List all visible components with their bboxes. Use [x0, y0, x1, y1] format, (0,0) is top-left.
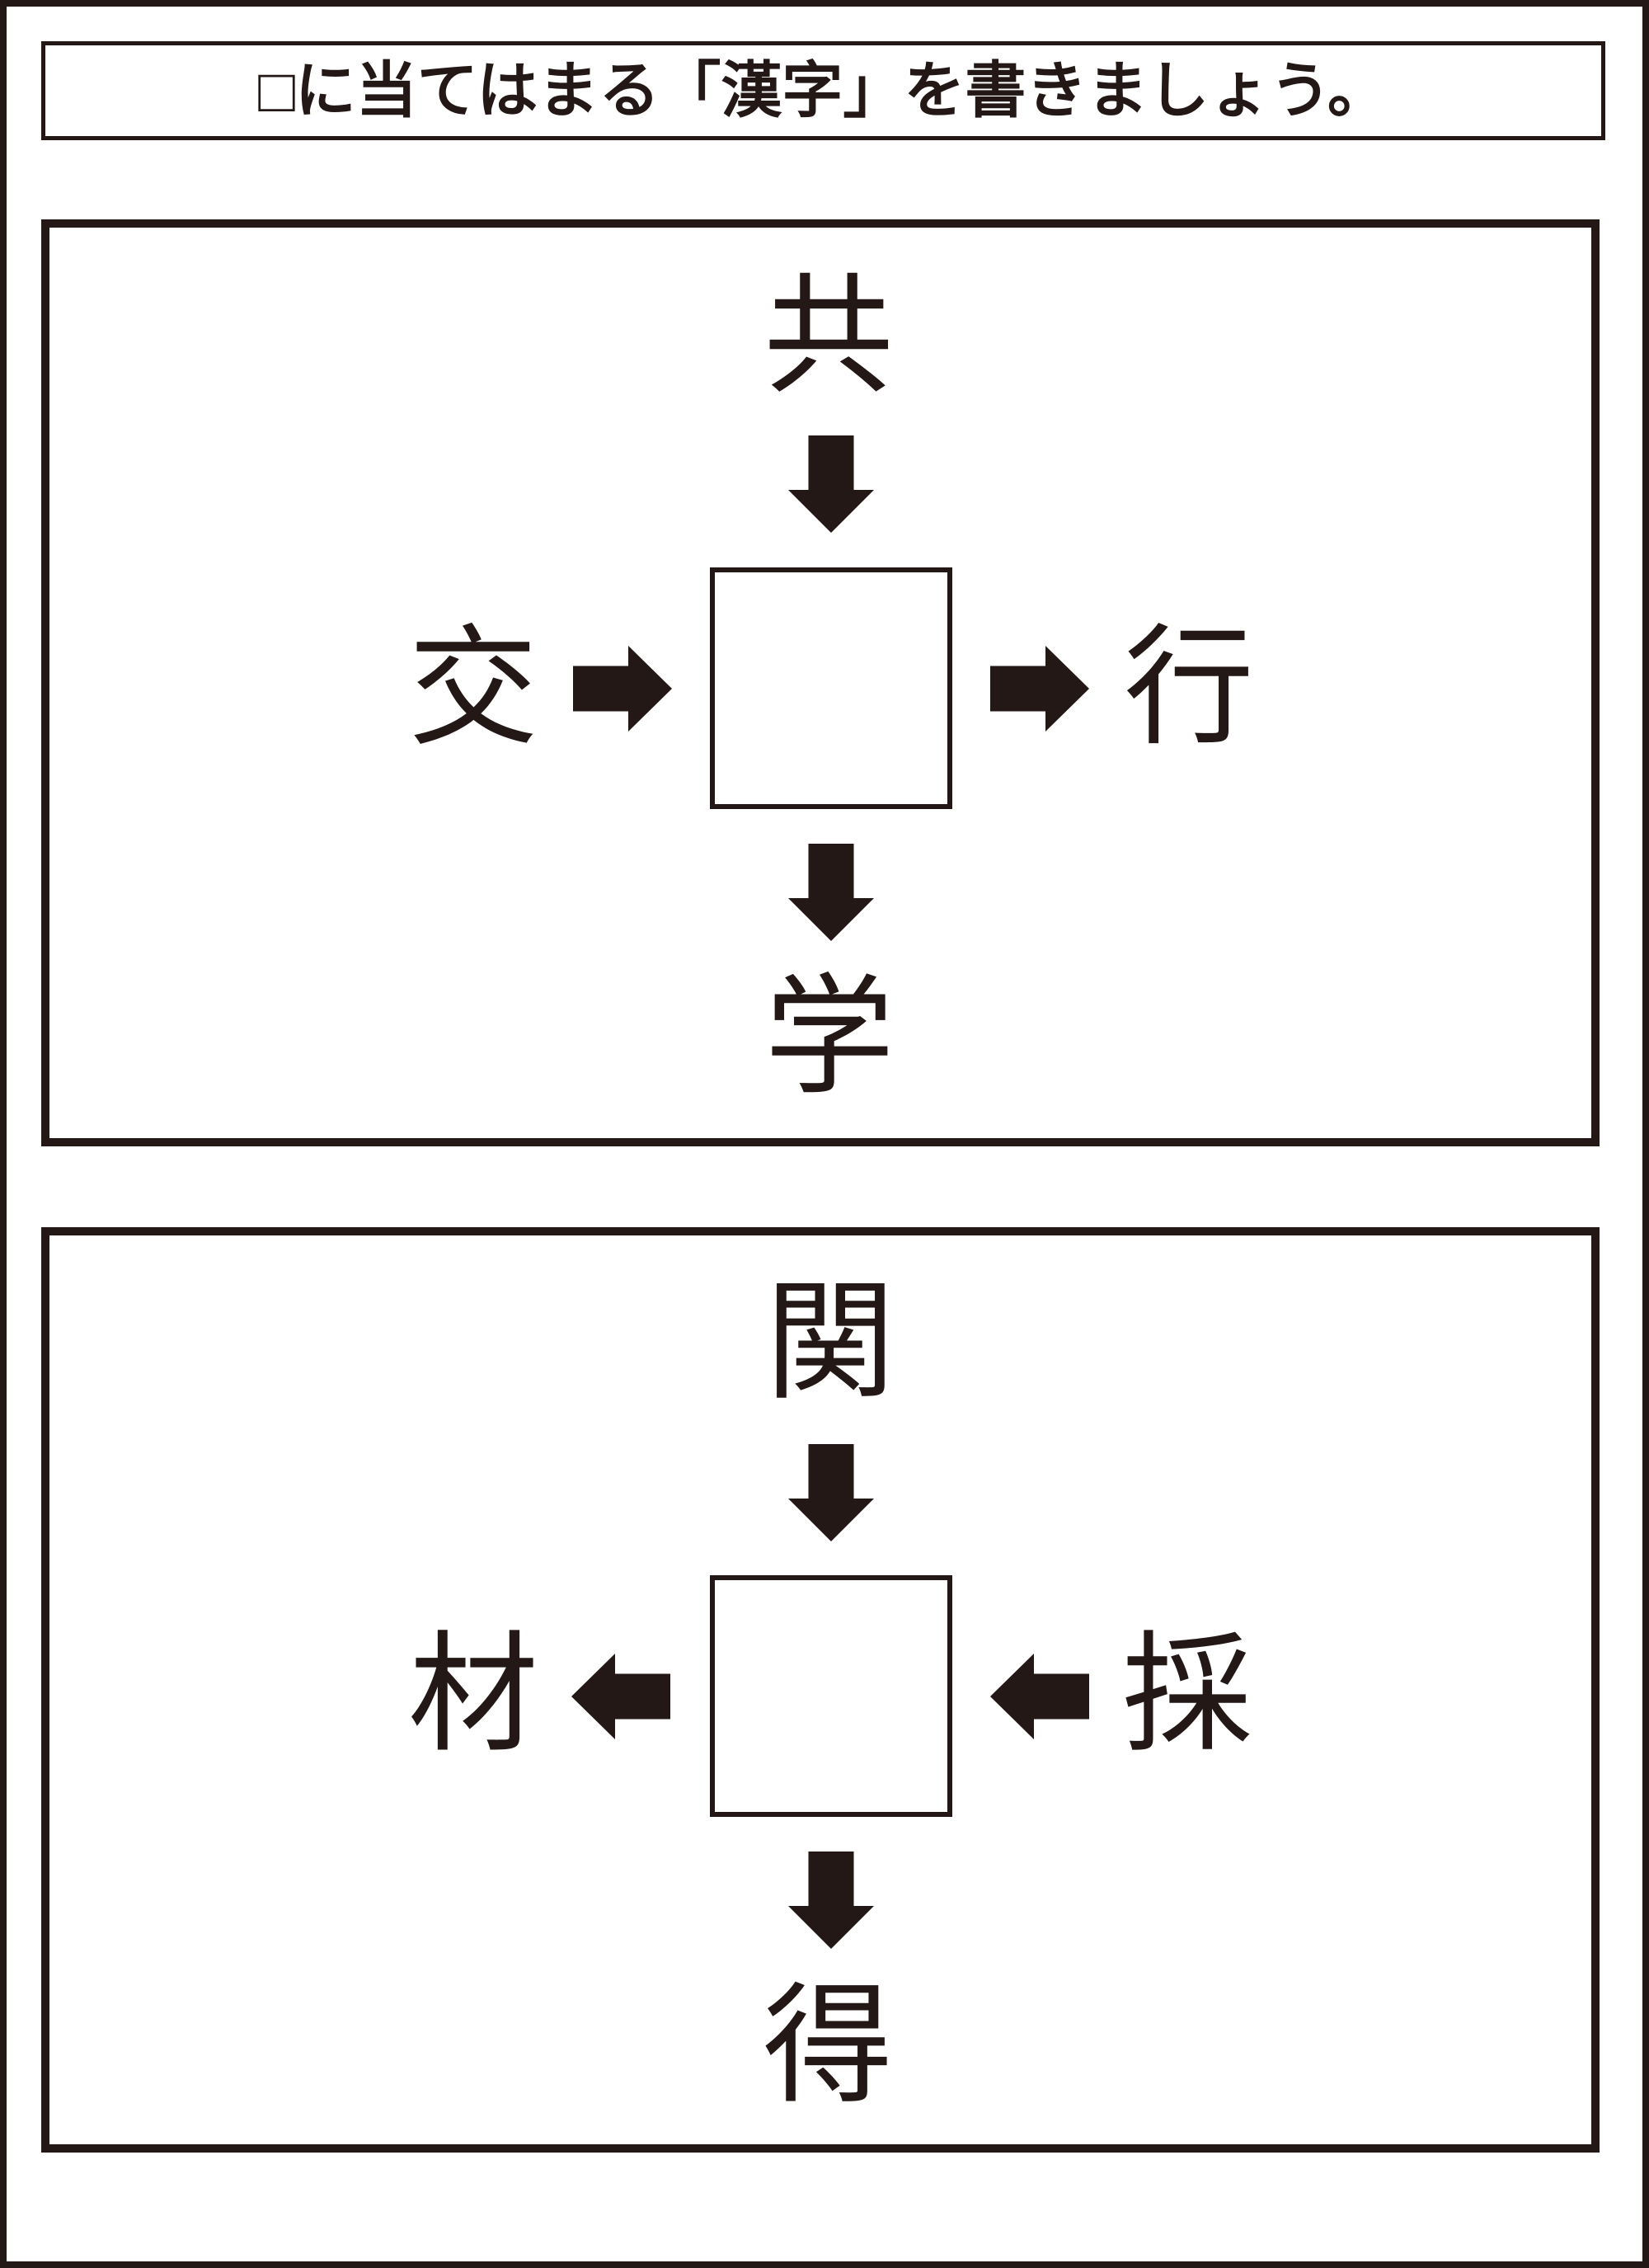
puzzle-1-kanji-left: 交: [408, 618, 538, 762]
puzzle-2-answer-box[interactable]: [710, 1575, 952, 1817]
puzzle-1-kanji-bottom: 学: [764, 967, 895, 1111]
puzzle-1-kanji-right: 行: [1124, 617, 1254, 761]
arrow-left-icon: [990, 1654, 1089, 1739]
arrow-right-icon: [990, 646, 1089, 732]
arrow-down-icon: [788, 1444, 874, 1541]
title-bar: □に当てはまる「漢字」を書きましょう。: [41, 41, 1605, 140]
arrow-right-icon: [573, 646, 672, 732]
puzzle-2-kanji-bottom: 得: [763, 1975, 893, 2120]
arrow-down-icon: [788, 844, 874, 941]
puzzle-2: 関 材 採 得: [7, 7, 1642, 2261]
puzzle-1: 共 交 行 学: [7, 7, 1642, 2261]
arrow-down-icon: [788, 1852, 874, 1949]
puzzle-1-answer-box[interactable]: [710, 567, 952, 809]
title-text: □に当てはまる「漢字」を書きましょう。: [258, 56, 1388, 125]
puzzle-2-kanji-left: 材: [408, 1624, 538, 1768]
arrow-left-icon: [571, 1654, 670, 1739]
puzzle-2-kanji-right: 採: [1122, 1624, 1252, 1768]
puzzle-2-kanji-top: 関: [765, 1272, 895, 1416]
arrow-down-icon: [788, 435, 874, 533]
puzzle-1-kanji-top: 共: [763, 266, 894, 410]
